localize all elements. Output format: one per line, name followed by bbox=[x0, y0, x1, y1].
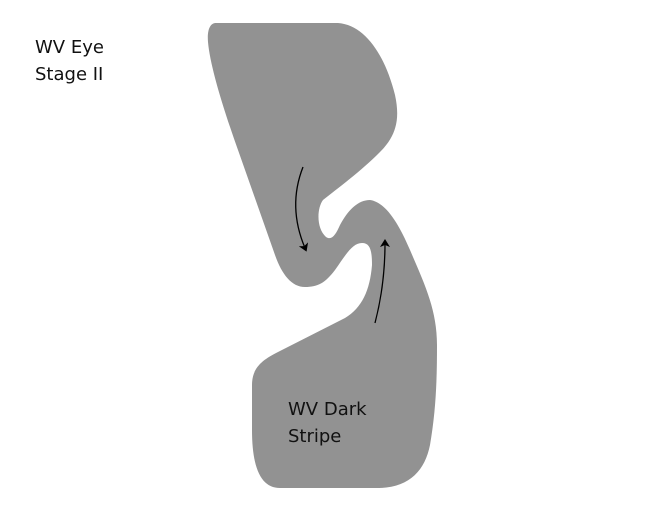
wv-eye-label-line1: WV Eye bbox=[35, 37, 104, 58]
wv-shape bbox=[207, 23, 437, 488]
upward-arrow bbox=[374, 239, 390, 324]
wv-dark-stripe-label-line1: WV Dark bbox=[288, 399, 367, 420]
wv-dark-stripe-label-line2: Stripe bbox=[288, 426, 342, 447]
wv-eye-label-line2: Stage II bbox=[35, 64, 104, 85]
wv-eye-label: WV Eye Stage II bbox=[35, 34, 104, 88]
downward-arrow bbox=[295, 166, 309, 252]
wv-dark-stripe-label: WV Dark Stripe bbox=[288, 396, 367, 450]
